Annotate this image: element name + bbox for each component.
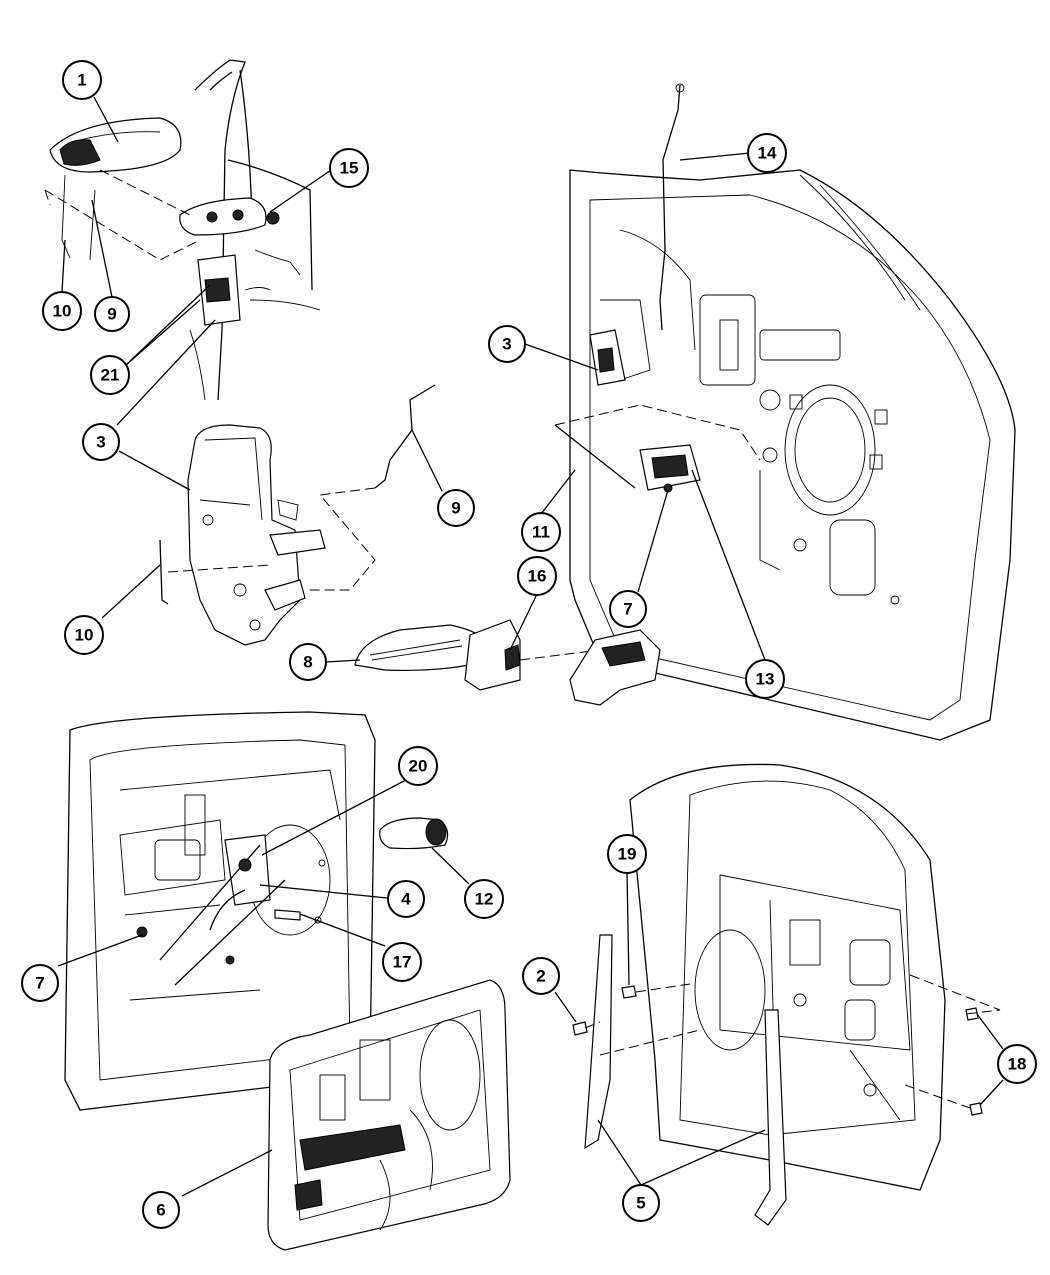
callout-4: 4	[387, 880, 425, 918]
callout-9: 9	[94, 296, 130, 332]
outside-handle-assembly	[44, 59, 321, 401]
svg-text:13: 13	[756, 670, 775, 689]
inside-handle-group	[354, 619, 661, 706]
callout-1: 1	[62, 60, 102, 100]
door-inner-panel-rear	[64, 711, 449, 1111]
callout-17: 17	[382, 942, 422, 982]
svg-text:9: 9	[107, 305, 116, 324]
callout-11: 11	[521, 512, 561, 552]
callout-16: 16	[517, 556, 557, 596]
svg-text:10: 10	[53, 302, 72, 321]
svg-text:3: 3	[502, 335, 511, 354]
door-inner-panel-front	[554, 83, 1016, 741]
svg-text:12: 12	[475, 890, 494, 909]
callout-6: 6	[142, 1191, 180, 1229]
callout-10: 10	[42, 291, 82, 331]
callout-9: 9	[437, 489, 475, 527]
svg-text:19: 19	[618, 845, 637, 864]
callout-21: 21	[90, 355, 130, 395]
svg-text:2: 2	[536, 967, 545, 986]
svg-text:18: 18	[1008, 1055, 1027, 1074]
callout-3: 3	[488, 325, 526, 363]
svg-text:5: 5	[636, 1194, 645, 1213]
svg-text:9: 9	[451, 499, 460, 518]
leader-lines	[57, 96, 1004, 1197]
door-trim-panel	[267, 979, 511, 1251]
callout-3: 3	[82, 423, 120, 461]
door-glass-run-assembly	[572, 763, 1001, 1226]
callout-19: 19	[607, 834, 647, 874]
callout-5: 5	[622, 1184, 660, 1222]
svg-text:6: 6	[156, 1201, 165, 1220]
callout-13: 13	[745, 659, 785, 699]
svg-text:3: 3	[96, 433, 105, 452]
svg-text:7: 7	[35, 974, 44, 993]
callout-8: 8	[289, 643, 327, 681]
svg-text:15: 15	[340, 159, 359, 178]
svg-text:17: 17	[393, 953, 412, 972]
svg-text:10: 10	[75, 626, 94, 645]
callout-7: 7	[21, 964, 59, 1002]
svg-text:21: 21	[101, 366, 120, 385]
callout-18: 18	[997, 1044, 1037, 1084]
svg-text:11: 11	[532, 523, 550, 542]
svg-text:4: 4	[401, 890, 411, 909]
svg-text:20: 20	[409, 757, 428, 776]
callout-7: 7	[609, 590, 647, 628]
door-latch-assembly	[159, 384, 436, 646]
callout-12: 12	[464, 879, 504, 919]
callout-2: 2	[522, 957, 560, 995]
callout-15: 15	[329, 148, 369, 188]
svg-text:7: 7	[623, 600, 632, 619]
svg-text:8: 8	[303, 653, 312, 672]
svg-text:14: 14	[758, 144, 777, 163]
callout-20: 20	[398, 746, 438, 786]
svg-text:1: 1	[77, 71, 86, 90]
svg-text:16: 16	[528, 567, 547, 586]
callout-14: 14	[747, 133, 787, 173]
callout-10: 10	[64, 615, 104, 655]
